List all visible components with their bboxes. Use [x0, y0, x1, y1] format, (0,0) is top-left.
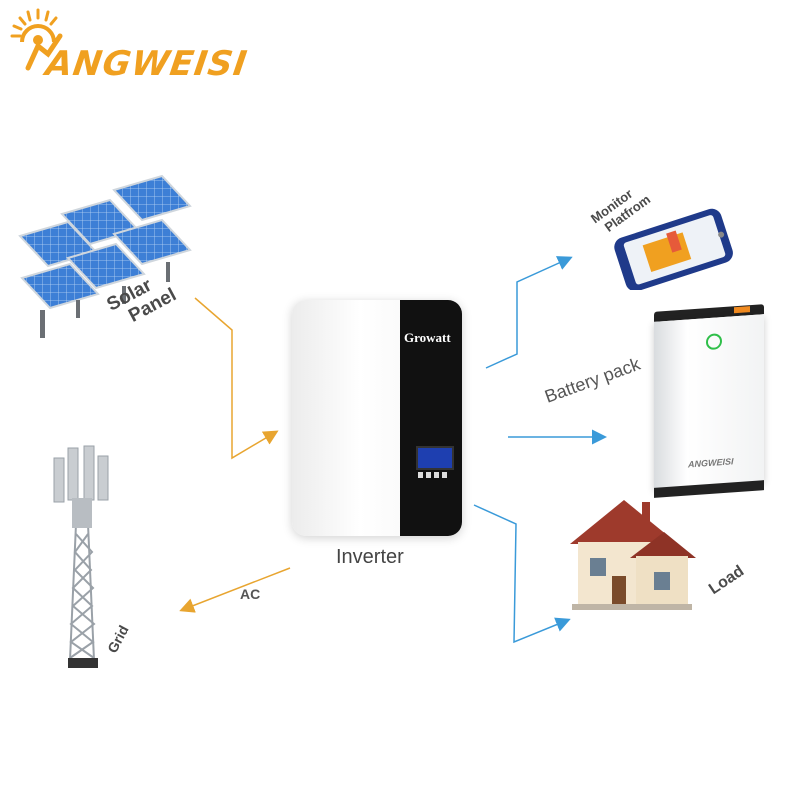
inverter-buttons	[418, 472, 448, 478]
ac-label: AC	[240, 586, 261, 602]
grid-tower-icon	[53, 445, 109, 668]
battery-orange-handle	[734, 306, 750, 314]
brand-sun-icon	[10, 8, 63, 71]
inverter-display-screen	[416, 446, 454, 470]
inverter-black-panel	[400, 300, 462, 536]
inverter-label: Inverter	[336, 546, 404, 568]
house-load-icon	[570, 500, 696, 610]
inverter-brand: Growatt	[404, 330, 451, 345]
inverter-to-monitor-line	[485, 256, 573, 369]
solar-to-inverter-line	[194, 297, 279, 460]
solar-panel-array-icon	[18, 174, 192, 338]
inverter-device: Growatt	[292, 300, 462, 536]
inverter-to-grid-line	[179, 567, 291, 613]
monitor-phone-icon	[614, 208, 733, 290]
inverter-to-load-line	[473, 504, 571, 644]
battery-pack-device: ANGWEISI	[654, 304, 764, 500]
